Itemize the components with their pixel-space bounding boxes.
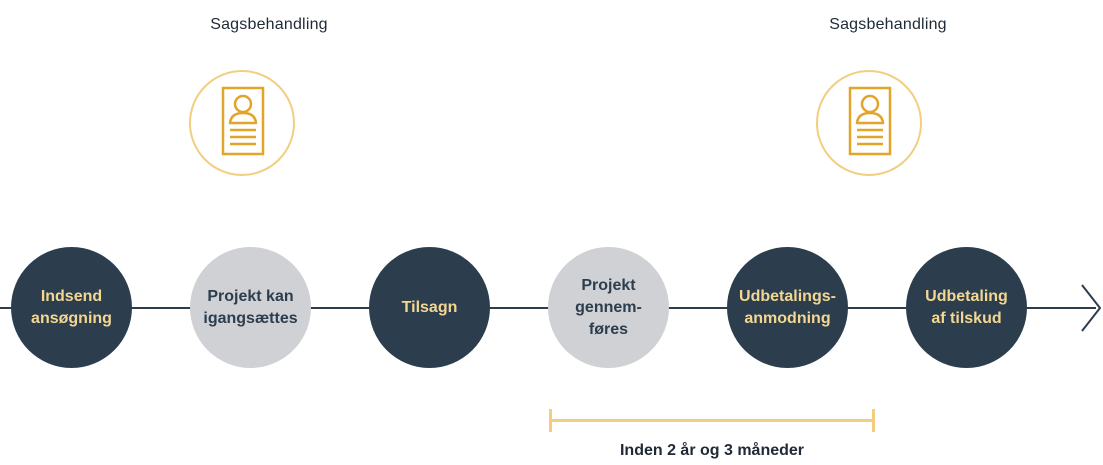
step-udbetalingsanmodning: Udbetalings- anmodning [727, 247, 848, 368]
step-indsend-ansoegning: Indsend ansøgning [11, 247, 132, 368]
document-person-icon-graphic [221, 86, 265, 156]
chevron-right-icon [1081, 284, 1102, 332]
duration-label: Inden 2 år og 3 måneder [619, 442, 805, 459]
document-person-icon [189, 70, 295, 176]
bracket-right-cap [872, 409, 875, 432]
step-udbetaling-af-tilskud: Udbetaling af tilskud [906, 247, 1027, 368]
step-projekt-kan-igangsaettes: Projekt kan igangsættes [190, 247, 311, 368]
step-projekt-gennemfoeres: Projekt gennem- føres [548, 247, 669, 368]
casework-label-2: Sagsbehandling [829, 16, 947, 33]
bracket-bar [549, 419, 875, 422]
duration-bracket [549, 409, 875, 433]
document-person-icon-graphic [848, 86, 892, 156]
step-tilsagn: Tilsagn [369, 247, 490, 368]
document-person-icon [816, 70, 922, 176]
casework-label-1: Sagsbehandling [210, 16, 328, 33]
